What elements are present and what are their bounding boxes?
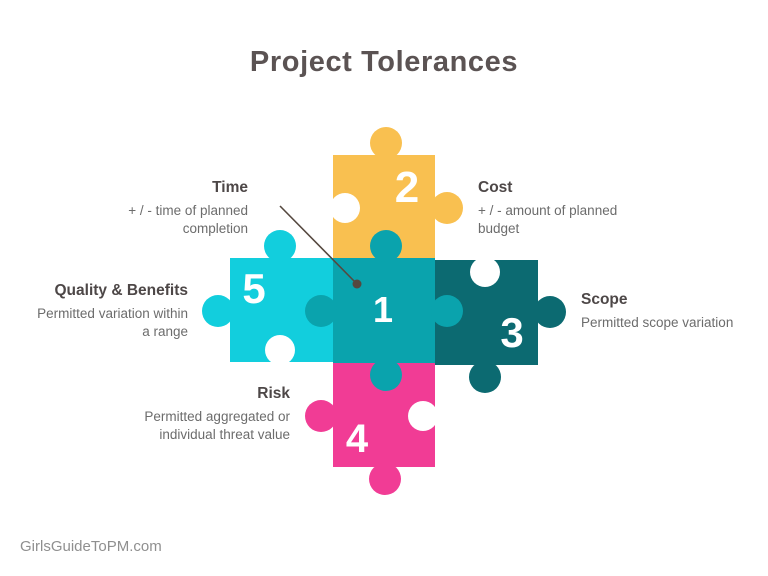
piece-number-5: 5 <box>242 265 265 312</box>
piece-number-1: 1 <box>373 289 393 330</box>
scope-label-heading: Scope <box>581 291 628 308</box>
cost-label: Cost + / - amount of planned budget <box>478 178 658 238</box>
page-title: Project Tolerances <box>249 46 519 78</box>
quality-label-line1: Permitted variation within <box>37 305 188 321</box>
risk-label-line2: individual threat value <box>159 426 290 442</box>
scope-top-socket <box>470 257 500 287</box>
risk-right-socket <box>408 401 438 431</box>
quality-label: Quality & Benefits Permitted variation w… <box>8 281 188 341</box>
time-label-heading: Time <box>212 179 248 196</box>
time-leader-line <box>279 205 362 289</box>
risk-label-line1: Permitted aggregated or <box>144 408 290 424</box>
risk-label-heading: Risk <box>257 385 290 402</box>
piece-number-4: 4 <box>346 417 369 461</box>
cost-label-line1: + / - amount of planned <box>478 202 618 218</box>
quality-label-line2: a range <box>142 323 188 339</box>
risk-label: Risk Permitted aggregated or individual … <box>100 384 290 444</box>
piece-number-3: 3 <box>500 309 523 356</box>
puzzle-piece-time <box>305 230 463 391</box>
time-label-line1: + / - time of planned <box>128 202 248 218</box>
cost-label-line2: budget <box>478 220 520 236</box>
quality-bottom-socket <box>265 335 295 365</box>
quality-label-heading: Quality & Benefits <box>54 282 189 299</box>
watermark: GirlsGuideToPM.com <box>20 538 162 555</box>
time-label-line2: completion <box>182 220 248 236</box>
puzzle-piece-risk <box>305 363 435 495</box>
cost-label-heading: Cost <box>478 179 513 196</box>
cost-left-socket <box>330 193 360 223</box>
scope-label: Scope Permitted scope variation <box>581 290 766 332</box>
piece-numbers: 2 5 1 3 4 <box>242 163 523 461</box>
scope-label-line1: Permitted scope variation <box>581 314 734 330</box>
time-label: Time + / - time of planned completion <box>68 178 248 238</box>
piece-number-2: 2 <box>395 163 419 212</box>
